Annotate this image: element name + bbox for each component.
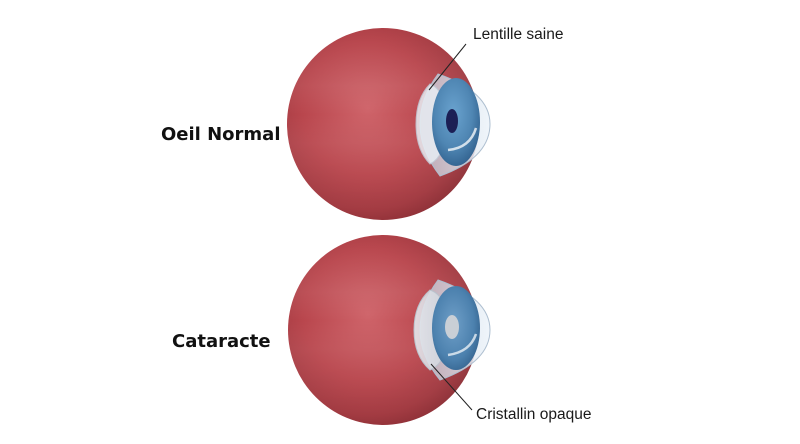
normal-eye	[287, 28, 491, 220]
iris-highlight-cataract	[447, 333, 478, 357]
pupil-normal	[446, 109, 458, 133]
iris-highlight-normal	[447, 127, 478, 152]
eye-title-cataract: Cataracte	[172, 331, 271, 352]
callout-opaque-lens: Cristallin opaque	[476, 406, 591, 423]
cataract-eye	[288, 235, 491, 425]
eyeball-normal-sheen	[287, 28, 479, 220]
leader-line-opaque-lens	[430, 363, 473, 411]
callout-healthy-lens: Lentille saine	[473, 26, 563, 43]
leader-line-healthy-lens	[428, 43, 467, 91]
eyeball-cataract-sheen	[288, 235, 478, 425]
eye-title-normal: Oeil Normal	[161, 124, 281, 145]
cloudy-pupil	[445, 315, 459, 339]
